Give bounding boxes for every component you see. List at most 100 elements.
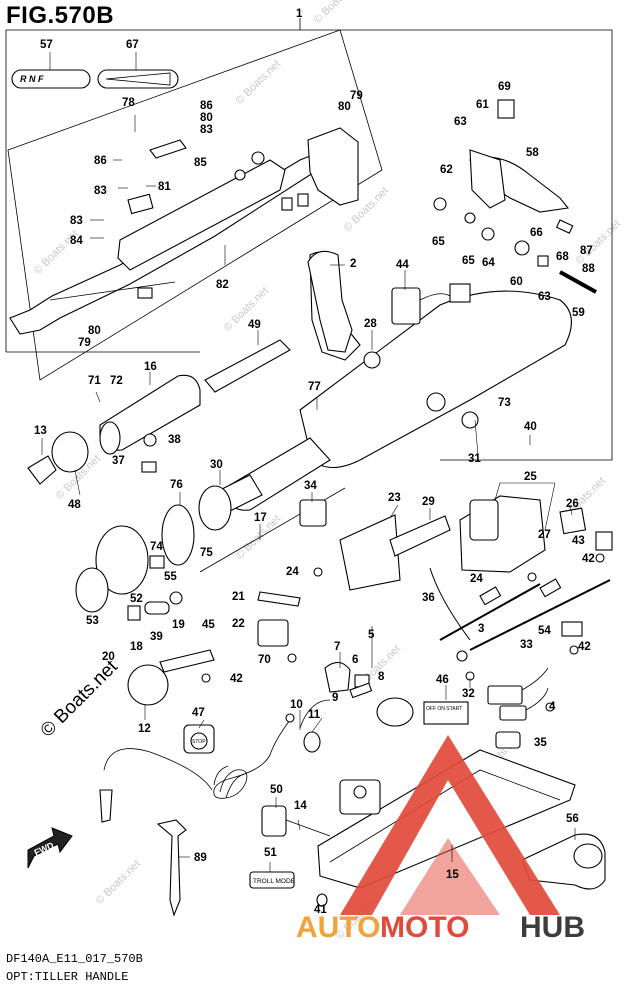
part-number: 29 [422, 496, 435, 508]
switch-assembly [299, 661, 414, 753]
part-number: 68 [556, 251, 569, 263]
stop-label: STOP [192, 739, 206, 745]
part-number: 74 [150, 541, 163, 553]
part-number: 8 [378, 671, 385, 683]
part-number: 79 [78, 337, 91, 349]
lanyard-10 [99, 713, 295, 823]
watermark: © Boats.net [574, 218, 623, 267]
part-number: 80 [200, 112, 213, 124]
watermark: © Boats.net [94, 858, 143, 907]
cable-tie-89 [156, 819, 187, 917]
part-number: 63 [454, 116, 467, 128]
part-number: 53 [86, 615, 99, 627]
part-number: 80 [338, 101, 351, 113]
troll-mode-label: TROLL MODE [253, 878, 296, 885]
part-number: 82 [216, 279, 229, 291]
figure-caption: OPT:TILLER HANDLE [6, 970, 129, 984]
switch-plate-46: OFF ON START [423, 701, 469, 725]
logo-triangle [340, 735, 560, 915]
watermark-large: © Boats.net [37, 656, 123, 742]
part-number: 42 [230, 673, 243, 685]
part-number: 63 [538, 291, 551, 303]
part-number: 12 [138, 723, 151, 735]
part-number: 76 [170, 479, 183, 491]
part-number: 4 [549, 701, 556, 713]
part-number: 46 [436, 674, 449, 686]
part-number: 22 [232, 618, 245, 630]
logo-text-hub: HUB [520, 911, 585, 944]
part-number: 45 [202, 619, 215, 631]
shift-plate-label: R N F [20, 74, 44, 84]
part-number: 43 [572, 535, 585, 547]
part-number: 34 [304, 480, 317, 492]
leader-lines [41, 52, 576, 872]
part-number: 25 [524, 471, 537, 483]
part-number: 41 [314, 904, 327, 916]
part-number: 31 [468, 453, 481, 465]
throttle-assembly [75, 474, 346, 706]
part-number: 3 [478, 623, 484, 635]
part-number: 65 [432, 236, 445, 248]
part-1-bracket [5, 18, 613, 461]
part-number: 88 [582, 263, 595, 275]
part-number: 69 [498, 81, 511, 93]
part-56 [521, 833, 606, 890]
troll-switch: TROLL MODE [249, 805, 331, 907]
part-number: 85 [194, 157, 207, 169]
decal-67 [97, 69, 179, 89]
brand-logo: AUTO MOTO HUB [296, 911, 585, 944]
part-number: 27 [538, 529, 551, 541]
part-number: 24 [286, 566, 299, 578]
part-number: 64 [482, 257, 495, 269]
part-number: 73 [498, 397, 511, 409]
fwd-arrow: FWD [27, 827, 73, 869]
part-number: 40 [524, 421, 537, 433]
part-number: 83 [70, 215, 83, 227]
part-number: 49 [248, 319, 261, 331]
part-number: 61 [476, 99, 489, 111]
part-number: 57 [40, 39, 53, 51]
harness-4 [487, 667, 555, 721]
part-number: 47 [192, 707, 205, 719]
part-number: 89 [194, 852, 207, 864]
part-number: 83 [94, 185, 107, 197]
watermark: © Boats.net [312, 0, 361, 26]
part-number: 42 [578, 641, 591, 653]
part-number: 30 [210, 459, 223, 471]
part-number: 48 [68, 499, 81, 511]
part-number: 60 [510, 276, 523, 288]
part-number: 16 [144, 361, 157, 373]
part-number: 2 [350, 258, 356, 270]
part-number: 62 [440, 164, 453, 176]
part-number: 87 [580, 245, 593, 257]
part-number: 35 [534, 737, 547, 749]
part-number: 37 [112, 455, 125, 467]
part-35 [495, 731, 521, 749]
part-number: 83 [200, 124, 213, 136]
part-number: 81 [158, 181, 171, 193]
part-number: 11 [308, 709, 321, 721]
part-number: 28 [364, 318, 377, 330]
part-number: 23 [388, 492, 401, 504]
part-number: 86 [200, 100, 213, 112]
part-49 [204, 339, 291, 393]
part-number: 65 [462, 255, 475, 267]
part-number: 51 [264, 847, 277, 859]
part-number: 21 [232, 591, 245, 603]
switch-plate-label: OFF ON START [426, 706, 462, 712]
part-number: 1 [296, 8, 303, 20]
logo-text-auto: AUTO [296, 911, 380, 944]
stop-plate-47: STOP [183, 724, 215, 754]
part-number: 32 [462, 688, 475, 700]
part-number: 26 [566, 498, 579, 510]
part-number: 9 [332, 692, 338, 704]
part-number: 38 [168, 434, 181, 446]
part-number: 77 [308, 381, 321, 393]
throttle-grip [27, 374, 201, 485]
part-number: 17 [254, 512, 267, 524]
part-number: 24 [470, 573, 483, 585]
part-number: 75 [200, 547, 213, 559]
part-number: 33 [520, 639, 533, 651]
bracket-58 [433, 99, 597, 294]
